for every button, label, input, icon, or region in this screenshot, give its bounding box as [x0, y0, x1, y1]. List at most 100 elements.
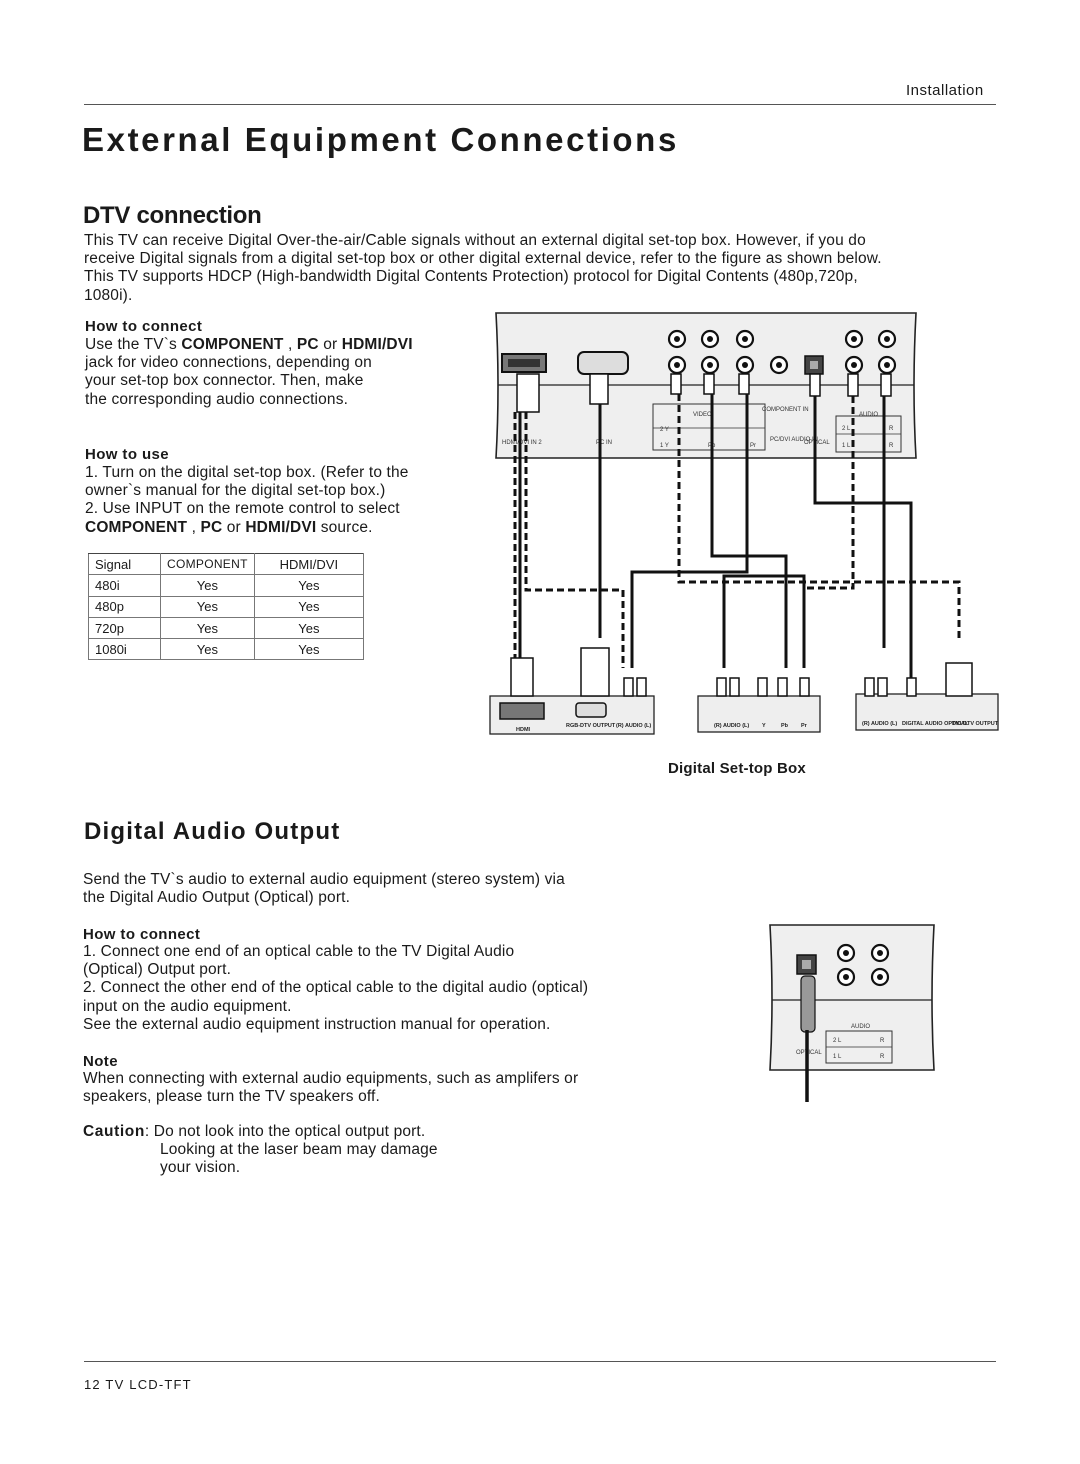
table-header-row: Signal COMPONENT HDMI/DVI: [88, 552, 365, 576]
dtv-heading: DTV connection: [83, 202, 262, 229]
text-span: ,: [283, 336, 297, 353]
stb-label: DVI-DTV OUTPUT: [952, 721, 999, 727]
tv-label: 2 L: [842, 426, 851, 432]
stb-label: Pb: [781, 723, 789, 729]
audio-label: 1 L: [833, 1054, 842, 1060]
how-to-use-text: 1. Turn on the digital set-top box. (Ref…: [85, 464, 465, 537]
footer-page-label: 12 TV LCD-TFT: [84, 1377, 192, 1392]
text-span: Use the TV`s: [85, 336, 182, 353]
how-to-connect-heading: How to connect: [85, 318, 203, 335]
table-cell: Yes: [253, 638, 365, 661]
table-row: 480p Yes Yes: [88, 595, 365, 618]
connect-line: (Optical) Output port.: [83, 961, 232, 979]
tv-label: 1 L: [842, 443, 851, 449]
footer-rule: [84, 1361, 996, 1362]
table-row: 1080i Yes Yes: [88, 638, 365, 661]
stb-label: DIGITAL AUDIO OPTICAL: [902, 721, 969, 727]
header-rule: [84, 104, 996, 105]
tv-label: 2 Y: [660, 427, 669, 433]
text-span: ,: [187, 518, 201, 536]
how-to-connect-heading-2: How to connect: [83, 926, 201, 943]
tv-label: 1 Y: [660, 443, 669, 449]
dtv-intro: This TV can receive Digital Over-the-air…: [84, 232, 994, 305]
stb-panel-component: [697, 695, 821, 733]
connection-cables: [518, 394, 913, 683]
page-title: External Equipment Connections: [82, 121, 679, 158]
signal-table: Signal COMPONENT HDMI/DVI 480i Yes Yes 4…: [88, 552, 365, 661]
tv-label: R: [889, 426, 894, 432]
table-cell: 720p: [88, 616, 161, 640]
how-to-connect-line: the corresponding audio connections.: [85, 390, 349, 408]
tv-label: AUDIO: [859, 412, 878, 418]
stb-label: Pr: [801, 723, 808, 729]
component-term: COMPONENT: [181, 336, 284, 353]
tv-label: VIDEO: [693, 412, 712, 418]
how-to-connect-text: Use the TV`s COMPONENT , PC or HDMI/DVI …: [85, 336, 465, 409]
stb-label: RGB-DTV OUTPUT: [566, 723, 616, 729]
stb-panel-dvi: [855, 693, 999, 731]
connect-line: See the external audio equipment instruc…: [83, 1015, 551, 1033]
how-to-use-line: 2. Use INPUT on the remote control to se…: [85, 500, 400, 518]
table-cell: Yes: [160, 595, 255, 618]
table-cell: Yes: [253, 574, 365, 597]
hdmi-term: HDMI/DVI: [341, 336, 413, 353]
tv-label: COMPONENT IN: [762, 407, 809, 413]
dtv-intro-line: receive Digital signals from a digital s…: [84, 250, 882, 268]
dtv-intro-line: This TV supports HDCP (High-bandwidth Di…: [84, 268, 858, 286]
table-row: 480i Yes Yes: [88, 574, 365, 597]
table-cell: 1080i: [88, 638, 161, 661]
text-span: or: [318, 336, 342, 353]
component-term: COMPONENT: [85, 518, 188, 536]
tv-label: R: [889, 443, 894, 449]
how-to-connect-line: jack for video connections, depending on: [85, 354, 372, 372]
intro-line: Send the TV`s audio to external audio eq…: [83, 871, 565, 888]
note-heading: Note: [83, 1053, 118, 1070]
stb-label: (R) AUDIO (L): [714, 723, 749, 729]
table-header-cell: HDMI/DVI: [253, 552, 365, 576]
how-to-use-heading: How to use: [85, 446, 170, 463]
caution-line: Looking at the laser beam may damage: [160, 1141, 438, 1159]
tv-label: PC IN: [596, 440, 612, 446]
tv-label: HDMI/DVI IN 2: [502, 440, 542, 446]
text-span: or: [222, 518, 246, 536]
how-to-use-line: COMPONENT , PC or HDMI/DVI source.: [85, 519, 465, 537]
stb-label: (R) AUDIO (L): [862, 721, 897, 727]
audio-label: 2 L: [833, 1038, 842, 1044]
note-line: speakers, please turn the TV speakers of…: [83, 1088, 380, 1106]
tv-plugs: [516, 373, 892, 413]
stb-label: (R) AUDIO (L): [616, 723, 651, 729]
hdmi-term: HDMI/DVI: [245, 518, 317, 536]
note-line: When connecting with external audio equi…: [83, 1070, 579, 1087]
table-cell: Yes: [253, 616, 365, 640]
table-header-cell: COMPONENT: [160, 552, 255, 576]
audio-label: AUDIO: [851, 1024, 870, 1030]
stb-label: Y: [762, 723, 766, 729]
dtv-intro-line: This TV can receive Digital Over-the-air…: [84, 232, 866, 249]
digital-audio-heading: Digital Audio Output: [84, 818, 341, 845]
vga-port-icon: [577, 351, 629, 375]
how-to-use-line: 1. Turn on the digital set-top box. (Ref…: [85, 464, 409, 481]
section-label: Installation: [906, 82, 984, 99]
note-text: When connecting with external audio equi…: [83, 1070, 703, 1106]
how-to-use-line: owner`s manual for the digital set-top b…: [85, 482, 386, 500]
tv-label: OPTICAL: [804, 440, 830, 446]
caution-block: Caution: Do not look into the optical ou…: [83, 1123, 703, 1178]
audio-label: R: [880, 1038, 885, 1044]
caution-line: your vision.: [160, 1159, 241, 1177]
table-cell: Yes: [253, 595, 365, 618]
pc-term: PC: [296, 336, 319, 353]
caution-text: : Do not look into the optical output po…: [144, 1123, 426, 1140]
connect-line: input on the audio equipment.: [83, 997, 292, 1015]
tv-label: Pr: [750, 443, 756, 449]
connect-line: 1. Connect one end of an optical cable t…: [83, 943, 515, 960]
dashed-cables: [513, 394, 961, 668]
table-cell: 480p: [88, 595, 161, 618]
audio-label: OPTICAL: [796, 1050, 822, 1056]
table-row: 720p Yes Yes: [88, 616, 365, 640]
audio-label: R: [880, 1054, 885, 1060]
stb-label: HDMI: [516, 727, 531, 733]
pc-term: PC: [200, 518, 223, 536]
optical-audio-diagram: AUDIO 2 L 1 L R R OPTICAL: [769, 924, 935, 1102]
how-to-connect-line: your set-top box connector. Then, make: [85, 372, 364, 390]
digital-audio-intro: Send the TV`s audio to external audio eq…: [83, 871, 703, 907]
